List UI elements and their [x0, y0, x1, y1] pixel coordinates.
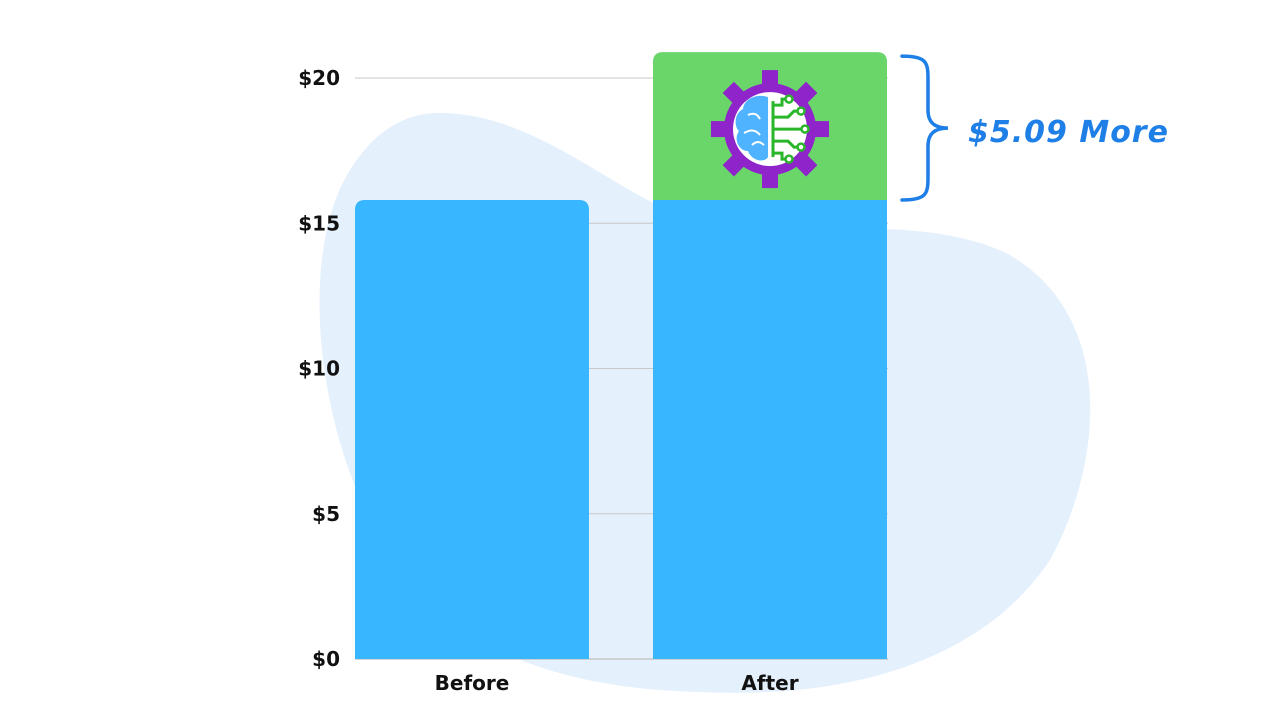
bar-base-before — [355, 200, 589, 659]
bar-base-after — [653, 200, 887, 659]
y-tick-label: $0 — [312, 647, 340, 671]
y-tick-label: $5 — [312, 502, 340, 526]
y-tick-label: $10 — [298, 357, 340, 381]
y-tick-label: $15 — [298, 211, 340, 235]
x-axis-category-labels: Before After — [435, 671, 799, 695]
increase-annotation: $5.09 More — [968, 115, 1169, 150]
increase-brace — [900, 54, 949, 202]
y-axis-tick-labels: $0 $5 $10 $15 $20 — [298, 66, 340, 671]
brace-icon — [900, 54, 949, 202]
y-tick-label: $20 — [298, 66, 340, 90]
increase-badge — [711, 70, 829, 189]
x-category-label: After — [741, 671, 798, 695]
x-category-label: Before — [435, 671, 510, 695]
ai-brain-gear-icon — [711, 70, 829, 189]
